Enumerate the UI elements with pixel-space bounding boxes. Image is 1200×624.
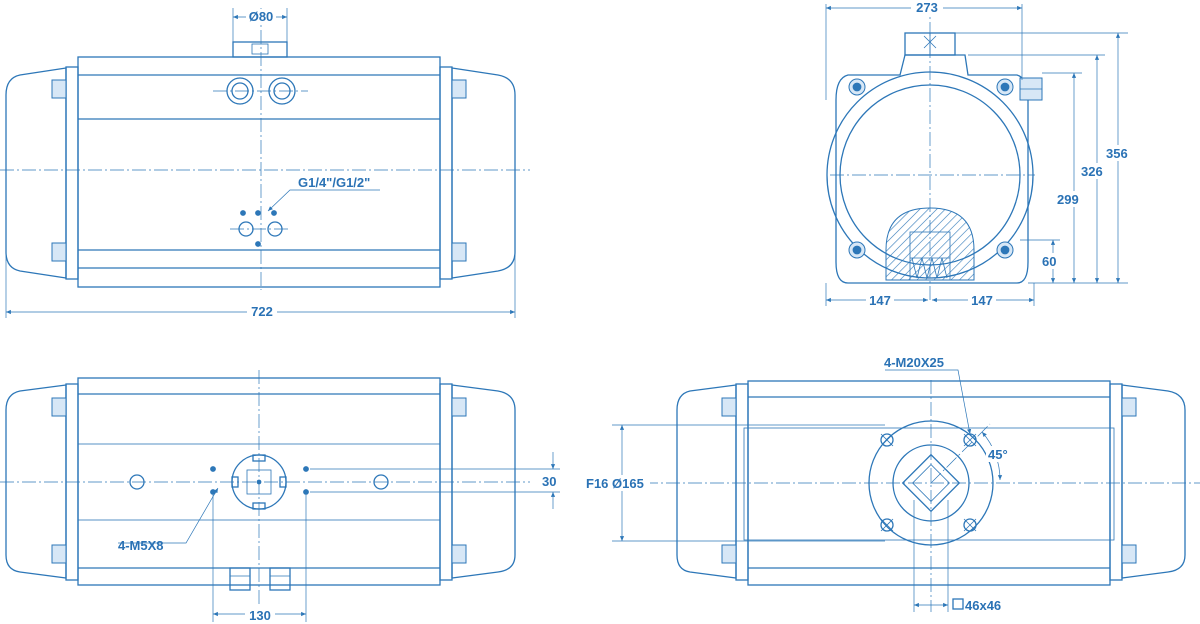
- top-view: 30 4-M5X8 130: [0, 370, 560, 623]
- half-width-right-label: 147: [971, 293, 993, 308]
- mount-spacing-label: 130: [249, 608, 271, 623]
- bottom-view: 45° 4-M20X25 F16 Ø165 46x46: [584, 355, 1200, 613]
- port-diameter-label: Ø80: [249, 9, 274, 24]
- bottom-thread-label: 4-M20X25: [884, 355, 944, 370]
- angle-label: 45°: [988, 447, 1008, 462]
- square-drive-icon: [901, 453, 961, 513]
- height-299-label: 299: [1057, 192, 1079, 207]
- width-label: 273: [916, 0, 938, 15]
- mount-thread-label: 4-M5X8: [118, 538, 164, 553]
- height-60-label: 60: [1042, 254, 1056, 269]
- square-symbol-icon: [952, 598, 964, 610]
- flange-spec-label: F16 Ø165: [586, 476, 644, 491]
- overall-length-label: 722: [251, 304, 273, 319]
- front-view: Ø80 G1/4"/G1/2" 722: [0, 8, 530, 319]
- height-326-label: 326: [1081, 164, 1103, 179]
- port-thread-label: G1/4"/G1/2": [298, 175, 370, 190]
- bolt-hole-icon: [963, 518, 977, 532]
- square-drive-label: 46x46: [965, 598, 1001, 613]
- bolt-hole-icon: [880, 518, 894, 532]
- half-width-left-label: 147: [869, 293, 891, 308]
- actuator-body: [77, 56, 441, 288]
- bolt-hole-icon: [880, 433, 894, 447]
- side-view: 273 356 326 299 60 147 147: [825, 0, 1132, 308]
- top-shaft: [232, 41, 288, 58]
- height-total-label: 356: [1106, 146, 1128, 161]
- mount-offset-label: 30: [542, 474, 556, 489]
